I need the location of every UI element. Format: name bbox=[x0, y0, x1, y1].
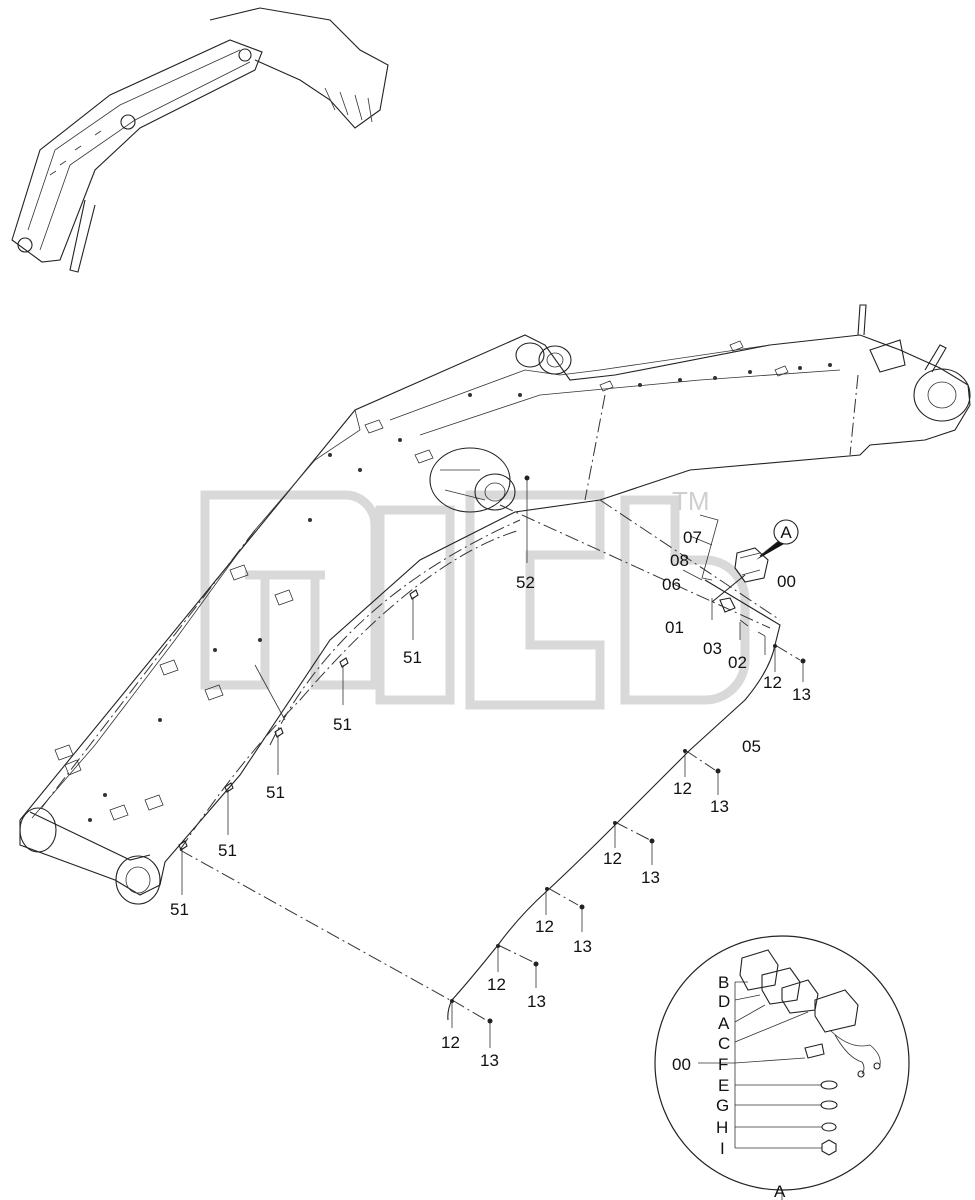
label-13: 13 bbox=[641, 868, 660, 887]
label-52: 52 bbox=[516, 573, 535, 592]
label-01: 01 bbox=[665, 618, 684, 637]
label-51: 51 bbox=[333, 715, 352, 734]
clip-markers-51 bbox=[178, 589, 419, 895]
detail-letter-b: B bbox=[718, 973, 729, 992]
detail-letter-c: C bbox=[718, 1034, 730, 1053]
watermark: TM bbox=[200, 486, 750, 710]
part-labels: 07 08 06 00 01 03 02 05 52 12 13 12 13 1… bbox=[170, 528, 811, 1070]
excavator-thumbnail bbox=[11, 7, 389, 273]
label-51: 51 bbox=[218, 841, 237, 860]
detail-letter-d: D bbox=[718, 992, 730, 1011]
detail-a-letter: A bbox=[774, 1182, 786, 1200]
boom bbox=[19, 304, 971, 905]
routing-lines bbox=[179, 499, 781, 1001]
label-02: 02 bbox=[728, 653, 747, 672]
detail-letter-h: H bbox=[716, 1118, 728, 1137]
label-12: 12 bbox=[763, 673, 782, 692]
item-52 bbox=[524, 475, 530, 563]
label-13: 13 bbox=[710, 797, 729, 816]
detail-letter-f: F bbox=[718, 1055, 728, 1074]
label-06: 06 bbox=[662, 575, 681, 594]
label-51: 51 bbox=[403, 648, 422, 667]
detail-letter-a: A bbox=[718, 1014, 730, 1033]
label-05: 05 bbox=[742, 737, 761, 756]
label-07: 07 bbox=[683, 528, 702, 547]
trademark-mark: TM bbox=[672, 486, 710, 516]
clamp-markers bbox=[450, 644, 806, 1048]
detail-letter-g: G bbox=[716, 1096, 729, 1115]
label-12: 12 bbox=[487, 975, 506, 994]
label-51: 51 bbox=[170, 900, 189, 919]
callout-a-letter: A bbox=[780, 523, 792, 542]
detail-letter-e: E bbox=[718, 1076, 729, 1095]
label-12: 12 bbox=[673, 779, 692, 798]
label-13: 13 bbox=[527, 992, 546, 1011]
detail-letters: B D A C F E G H I 00 A bbox=[672, 973, 786, 1200]
label-00: 00 bbox=[777, 572, 796, 591]
hose-05 bbox=[447, 579, 781, 1021]
label-13: 13 bbox=[792, 685, 811, 704]
label-13: 13 bbox=[480, 1051, 499, 1070]
label-12: 12 bbox=[603, 849, 622, 868]
label-12: 12 bbox=[535, 917, 554, 936]
label-51: 51 bbox=[266, 783, 285, 802]
label-13: 13 bbox=[573, 937, 592, 956]
label-08: 08 bbox=[670, 551, 689, 570]
label-03: 03 bbox=[703, 639, 722, 658]
detail-ref-00: 00 bbox=[672, 1055, 691, 1074]
lamp-assembly bbox=[682, 514, 799, 655]
detail-letter-i: I bbox=[720, 1139, 725, 1158]
detail-a bbox=[654, 935, 910, 1200]
label-12: 12 bbox=[441, 1033, 460, 1052]
